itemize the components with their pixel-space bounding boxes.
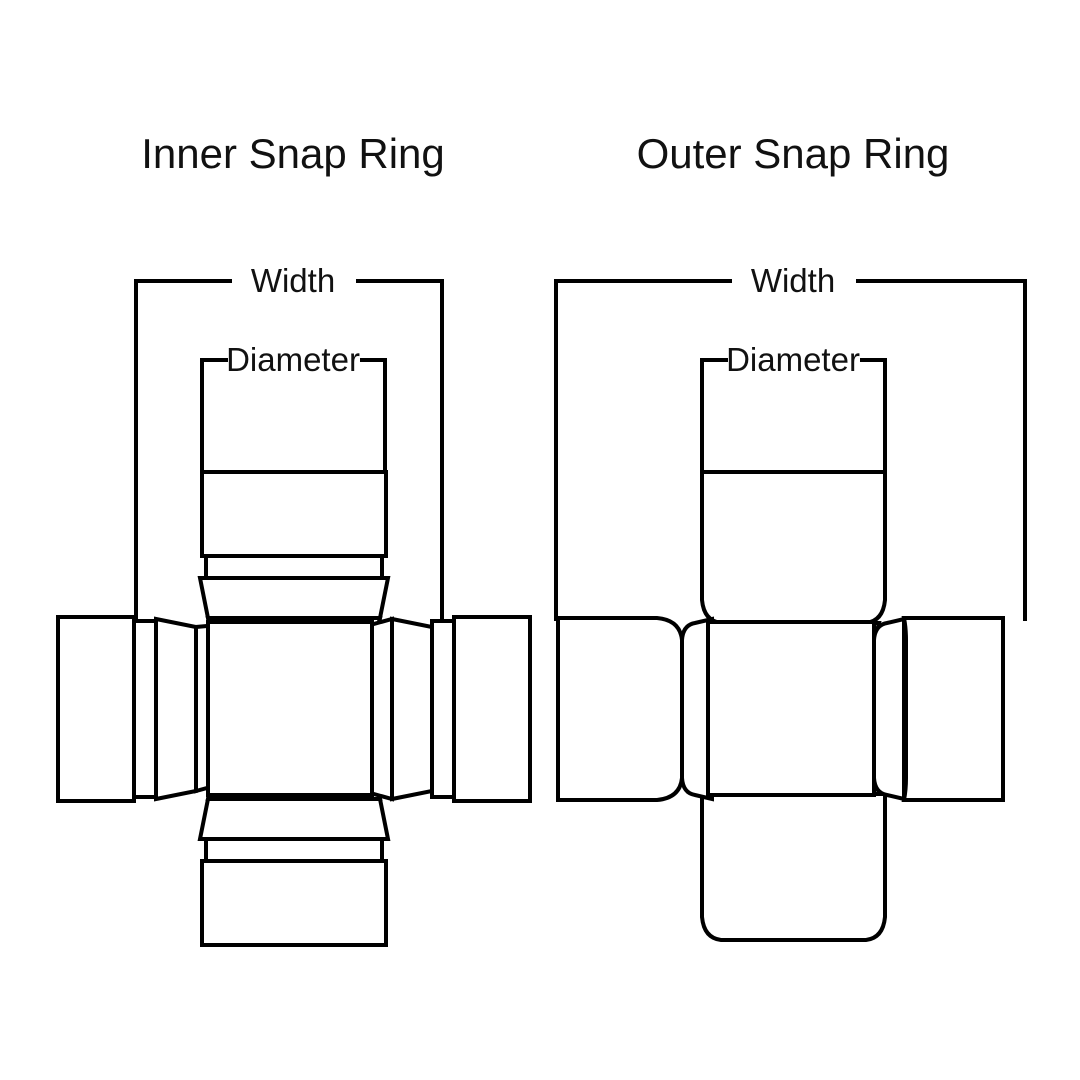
bearing-cap-left-outer: [556, 616, 714, 802]
diameter-dimension-bracket-outer: [700, 358, 887, 472]
panel-title-inner: Inner Snap Ring: [141, 130, 445, 177]
panel-outer-snap-ring: Outer Snap Ring Width Diameter: [554, 130, 1027, 942]
width-dimension-bracket-inner: [134, 279, 444, 621]
width-dimension-bracket-outer: [554, 279, 1027, 621]
bearing-cap-top-inner: [197, 470, 391, 655]
diameter-label-inner: Diameter: [226, 341, 360, 378]
panel-inner-snap-ring: Inner Snap Ring Width Diameter: [56, 130, 532, 947]
cross-body-outer: [706, 620, 876, 797]
bearing-cap-left-inner: [56, 615, 233, 803]
diameter-label-outer: Diameter: [726, 341, 860, 378]
diameter-dimension-bracket-inner: [200, 358, 387, 472]
width-label-inner: Width: [251, 262, 335, 299]
panel-title-outer: Outer Snap Ring: [637, 130, 950, 177]
width-label-outer: Width: [751, 262, 835, 299]
bearing-cap-right-inner: [355, 615, 532, 803]
bearing-cap-right-outer: [872, 616, 1005, 802]
cross-body-inner: [206, 620, 374, 797]
